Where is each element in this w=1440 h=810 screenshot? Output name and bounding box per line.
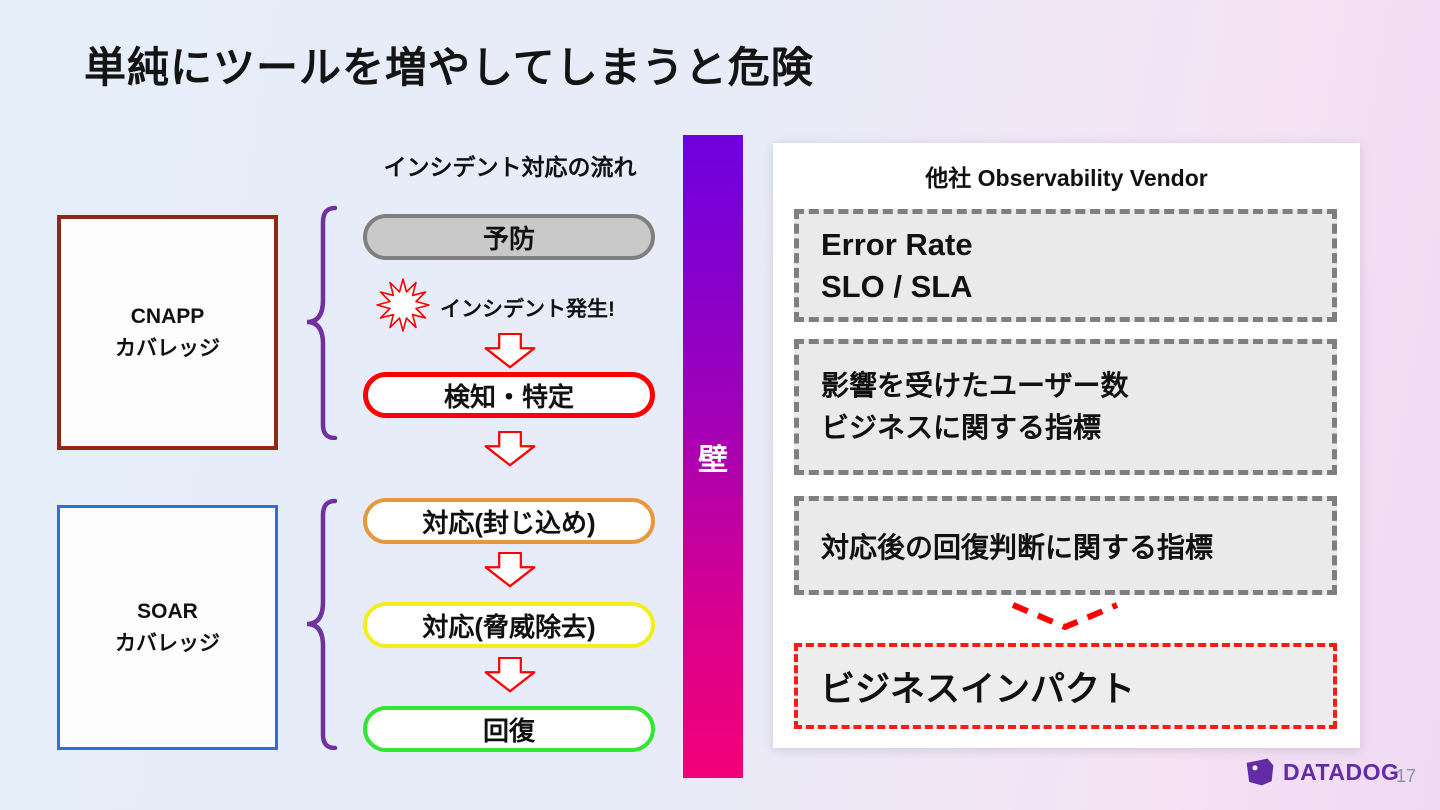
vendor-metric-line: Error Rate <box>821 226 973 262</box>
business-impact-label: ビジネスインパクト <box>820 669 1136 709</box>
step-containment: 対応(封じ込め) <box>363 498 655 544</box>
dashed-chevron-down-icon <box>1011 602 1119 631</box>
flow-arrow-icon <box>484 552 536 588</box>
vendor-metric-line: 対応後の回復判断に関する指標 <box>821 531 1214 563</box>
vendor-metric-box-recovery-judgement: 対応後の回復判断に関する指標 <box>794 496 1337 595</box>
cnapp-label-line2: カバレッジ <box>115 336 220 360</box>
datadog-logo: DATADOG <box>1243 757 1399 787</box>
slide-title: 単純にツールを増やしてしまうと危険 <box>84 44 814 91</box>
business-impact-box: ビジネスインパクト <box>794 643 1337 729</box>
datadog-brand-text: DATADOG <box>1283 758 1400 785</box>
flow-header: インシデント対応の流れ <box>383 154 637 180</box>
vendor-metric-box-affected-users: 影響を受けたユーザー数 ビジネスに関する指標 <box>794 339 1337 475</box>
flow-arrow-icon <box>484 657 536 693</box>
page-number: 17 <box>1396 766 1417 786</box>
cnapp-coverage-box: CNAPP カバレッジ <box>57 215 278 450</box>
flow-arrow-icon <box>484 431 536 467</box>
soar-label-line1: SOAR <box>137 600 198 623</box>
step-recovery: 回復 <box>363 706 655 752</box>
cnapp-brace-icon <box>306 205 338 440</box>
soar-label-line2: カバレッジ <box>115 631 220 655</box>
vendor-metric-line: ビジネスに関する指標 <box>821 412 1102 443</box>
flow-arrow-icon <box>484 333 536 369</box>
wall-label: 壁 <box>698 443 728 477</box>
datadog-dog-icon <box>1246 758 1274 786</box>
soar-coverage-box: SOAR カバレッジ <box>57 505 278 750</box>
soar-brace-icon <box>306 498 338 750</box>
vendor-metric-box-error-rate: Error Rate SLO / SLA <box>794 209 1337 322</box>
vendor-panel-title: 他社 Observability Vendor <box>925 165 1208 191</box>
vendor-metric-line: 影響を受けたユーザー数 <box>821 370 1129 401</box>
step-threat-removal: 対応(脅威除去) <box>363 602 655 648</box>
cnapp-label-line1: CNAPP <box>130 305 205 328</box>
vendor-panel: 他社 Observability Vendor Error Rate SLO /… <box>773 143 1360 748</box>
vendor-metric-line: SLO / SLA <box>821 268 973 304</box>
incident-label: インシデント発生! <box>440 298 615 321</box>
wall-bar: 壁 <box>683 135 743 778</box>
incident-starburst-icon <box>376 278 430 332</box>
step-detection: 検知・特定 <box>363 372 655 418</box>
step-prevention: 予防 <box>363 214 655 260</box>
